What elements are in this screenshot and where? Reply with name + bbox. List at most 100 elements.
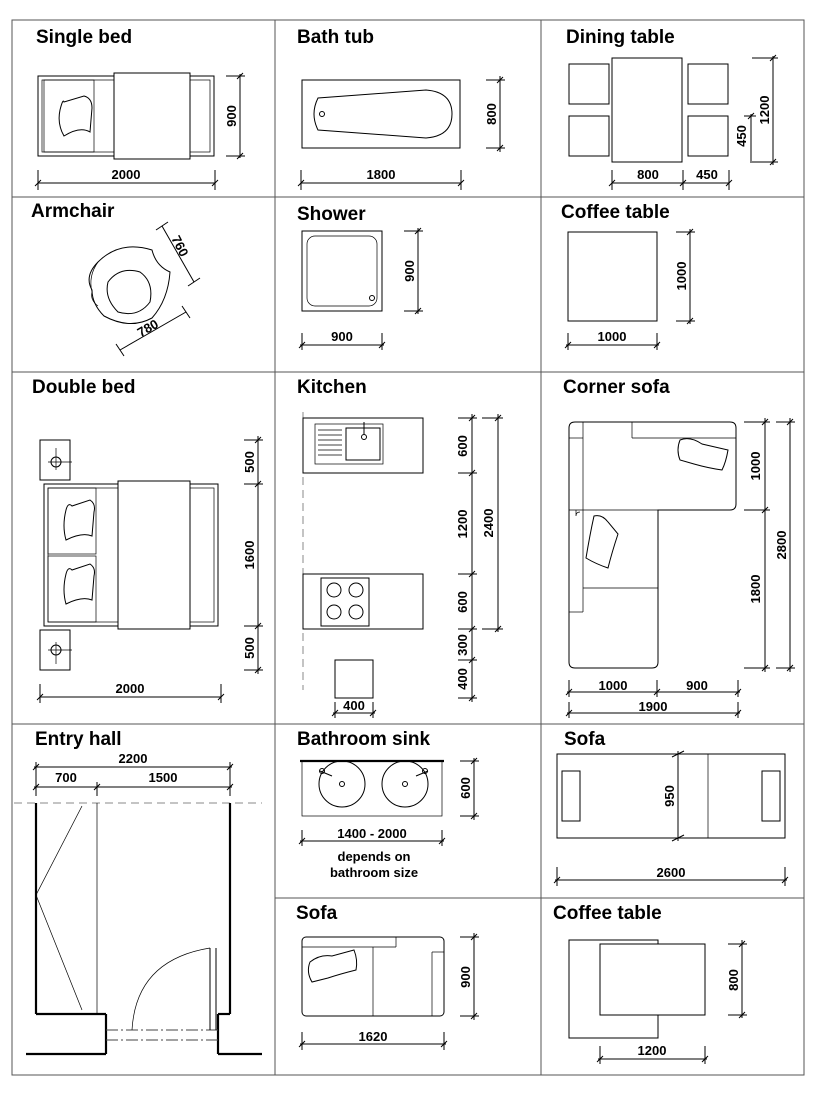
bath-tub-depth-dim <box>486 76 505 152</box>
corner-sofa-total-height-label: 2800 <box>774 531 789 560</box>
bathroom-sink-depth-dim <box>460 757 479 820</box>
corner-sofa-drawing <box>568 421 737 669</box>
corner-sofa-title: Corner sofa <box>563 377 670 398</box>
kitchen-d4-label: 300 <box>455 634 470 656</box>
faucet-icon <box>319 768 429 777</box>
kitchen-depth-dim <box>458 414 503 702</box>
bathroom-sink-depth-label: 600 <box>458 777 473 799</box>
bath-tub-width-dim <box>297 170 465 190</box>
shower-title: Shower <box>297 204 366 225</box>
sofa-large-depth-label: 950 <box>662 785 677 807</box>
coffee-table-width-dim <box>564 333 661 350</box>
coffee-table-2-depth-dim <box>728 940 747 1019</box>
bathroom-sink-width-label: 1400 - 2000 <box>337 826 406 841</box>
door-swing-icon <box>131 947 217 1031</box>
bathroom-sink-width-dim <box>298 830 446 846</box>
dining-table-chair-label: 450 <box>734 125 749 147</box>
sofa-large-width-label: 2600 <box>657 865 686 880</box>
bathroom-sink-title: Bathroom sink <box>297 729 431 750</box>
entry-hall-right-label: 1500 <box>149 770 178 785</box>
sofa-small-depth-label: 900 <box>458 966 473 988</box>
hob-icon <box>320 577 370 627</box>
armchair-title: Armchair <box>31 201 115 222</box>
dining-table-title: Dining table <box>566 27 675 48</box>
corner-sofa-h1-label: 1000 <box>748 452 763 481</box>
sofa-small-title: Sofa <box>296 903 338 924</box>
single-bed-drawing <box>37 72 215 160</box>
double-bed-bottom-label: 500 <box>242 637 257 659</box>
shower-drawing <box>301 230 383 312</box>
double-bed-top-label: 500 <box>242 451 257 473</box>
double-bed-middle-label: 1600 <box>242 541 257 570</box>
bath-tub-width-label: 1800 <box>367 167 396 182</box>
shower-depth-dim <box>404 227 423 315</box>
bathroom-sink-note-2: bathroom size <box>330 865 418 880</box>
coffee-table-2-depth-label: 800 <box>726 969 741 991</box>
kitchen-width-label: 400 <box>343 698 365 713</box>
kitchen-d1-label: 600 <box>455 435 470 457</box>
bath-tub-depth-label: 800 <box>484 103 499 125</box>
kitchen-width-dim <box>331 702 377 718</box>
single-bed-depth-label: 900 <box>224 105 239 127</box>
kitchen-title: Kitchen <box>297 377 367 398</box>
corner-sofa-h2-label: 1800 <box>748 575 763 604</box>
coffee-table-2-width-label: 1200 <box>638 1043 667 1058</box>
single-bed-width-dim <box>34 170 219 190</box>
shower-depth-label: 900 <box>402 260 417 282</box>
corner-sofa-total-width-label: 1900 <box>639 699 668 714</box>
dining-table-depth-dim <box>744 54 778 166</box>
kitchen-d2-label: 1200 <box>455 510 470 539</box>
coffee-table-2-width-dim <box>596 1046 709 1064</box>
coffee-table-2-title: Coffee table <box>553 903 662 924</box>
entry-hall-total-label: 2200 <box>119 751 148 766</box>
double-bed-title: Double bed <box>32 377 136 398</box>
sofa-large-width-dim <box>553 867 789 886</box>
corner-sofa-width-dim <box>565 680 742 718</box>
entry-hall-drawing <box>14 802 262 1056</box>
double-bed-depth-dim <box>244 436 263 674</box>
kitchen-d5-label: 400 <box>455 668 470 690</box>
sofa-small-width-dim <box>298 1032 448 1050</box>
entry-hall-width-dim <box>32 762 234 796</box>
sofa-small-drawing <box>301 936 445 1017</box>
bath-tub-drawing <box>301 79 461 149</box>
corner-sofa-w2-label: 900 <box>686 678 708 693</box>
pillow-icon <box>58 95 93 137</box>
armchair-width-label: 780 <box>135 316 161 340</box>
shower-width-dim <box>298 333 386 350</box>
single-bed-title: Single bed <box>36 27 133 48</box>
dining-table-depth-label: 1200 <box>757 96 772 125</box>
coffee-table-title: Coffee table <box>561 202 670 223</box>
coffee-table-drawing <box>567 231 658 322</box>
shower-width-label: 900 <box>331 329 353 344</box>
dining-table-drawing <box>568 57 729 163</box>
double-bed-drawing <box>39 439 219 671</box>
coffee-table-2-drawing <box>568 939 706 1039</box>
kitchen-drawing <box>302 412 424 699</box>
corner-sofa-depth-dim <box>744 418 795 672</box>
armchair-width-dim <box>115 305 191 357</box>
sofa-large-depth-dim <box>671 750 685 842</box>
dining-table-side-label: 450 <box>696 167 718 182</box>
sink-icon <box>318 422 381 461</box>
coffee-table-depth-label: 1000 <box>674 262 689 291</box>
bathroom-sink-drawing <box>300 759 444 817</box>
sofa-large-title: Sofa <box>564 729 606 750</box>
coffee-table-width-label: 1000 <box>598 329 627 344</box>
bathroom-sink-note-1: depends on <box>338 849 411 864</box>
coffee-table-depth-dim <box>676 228 695 325</box>
single-bed-depth-dim <box>226 72 245 160</box>
kitchen-d3-label: 600 <box>455 591 470 613</box>
entry-hall-title: Entry hall <box>35 729 122 750</box>
sofa-small-width-label: 1620 <box>359 1029 388 1044</box>
kitchen-total-label: 2400 <box>481 509 496 538</box>
corner-sofa-w1-label: 1000 <box>599 678 628 693</box>
double-bed-width-label: 2000 <box>116 681 145 696</box>
armchair-depth-label: 760 <box>168 233 191 259</box>
single-bed-width-label: 2000 <box>112 167 141 182</box>
sheet-grid <box>11 19 805 1076</box>
armchair-drawing <box>88 246 171 324</box>
bath-tub-title: Bath tub <box>297 27 375 48</box>
entry-hall-left-label: 700 <box>55 770 77 785</box>
